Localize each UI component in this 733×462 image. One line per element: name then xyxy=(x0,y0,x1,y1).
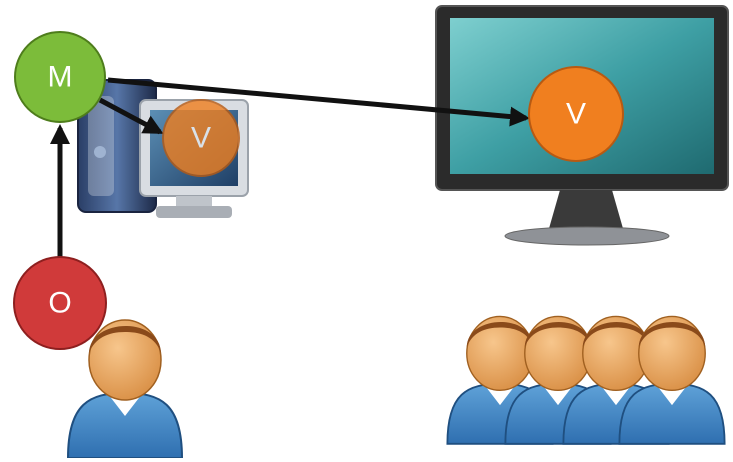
node-view-local: V xyxy=(162,99,240,177)
node-model-label: M xyxy=(48,61,73,94)
edges xyxy=(50,77,530,258)
edge-model-to-view-remote xyxy=(107,77,530,127)
node-operator-label: O xyxy=(48,287,71,320)
node-model-circle xyxy=(14,31,106,123)
node-operator-circle xyxy=(13,256,107,350)
user-group-icon xyxy=(446,315,726,445)
node-model: M xyxy=(14,31,106,123)
node-view-remote: V xyxy=(528,66,624,162)
node-view-local-label: V xyxy=(191,122,211,155)
node-view-local-circle xyxy=(162,99,240,177)
node-view-remote-circle xyxy=(528,66,624,162)
node-view-remote-label: V xyxy=(566,98,586,131)
edge-model-to-view-local xyxy=(98,97,164,135)
node-operator: O xyxy=(13,256,107,350)
pc-tower-icon xyxy=(77,79,157,213)
